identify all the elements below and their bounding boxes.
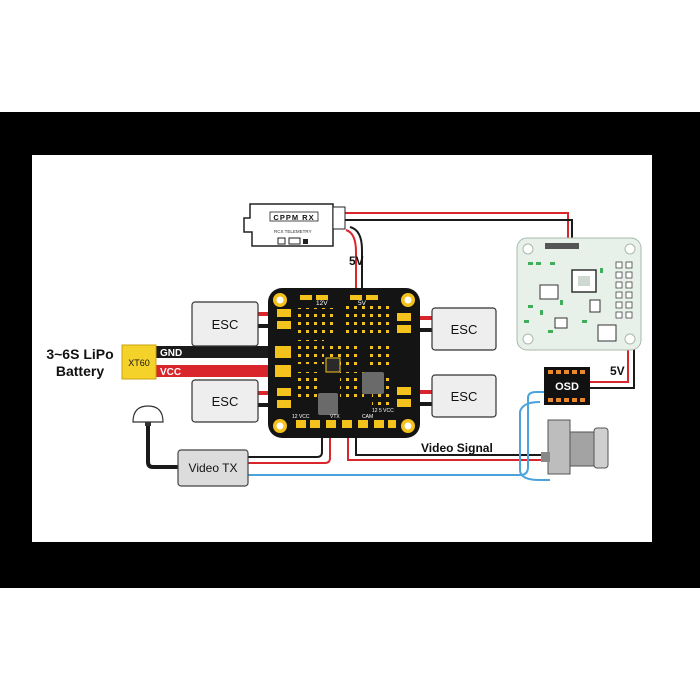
flight-controller <box>516 237 642 351</box>
camera <box>541 419 609 475</box>
antenna-cable <box>146 424 178 469</box>
video-signal-label: Video Signal <box>421 441 493 455</box>
osd-module: OSD <box>544 367 590 405</box>
video-signal-wire-to-cam <box>519 401 550 481</box>
esc-front-right-label: ESC <box>451 322 478 337</box>
xt60-connector: XT60 <box>121 344 157 380</box>
pdb-vtx-label: VTX <box>330 414 340 420</box>
rail-12v-label: 12V <box>316 300 328 307</box>
esc-rear-right: ESC <box>431 374 497 418</box>
rx-pdb-wire-red <box>345 229 357 292</box>
battery-label-line2: Battery <box>56 363 104 379</box>
rail-5v-label: 5V <box>358 300 367 307</box>
vtx-power-wire-red <box>248 432 331 464</box>
cam-power-wire-black <box>355 432 550 456</box>
battery-label-line1: 3~6S LiPo <box>46 346 113 362</box>
osd-power-label: 5V <box>610 364 625 378</box>
xt60-label: XT60 <box>128 358 150 368</box>
esc-rear-left-label: ESC <box>212 394 239 409</box>
rx-power-label: 5V <box>349 254 364 268</box>
video-tx-label: Video TX <box>189 461 238 475</box>
video-signal-wire-to-vtx <box>248 391 550 476</box>
rx-pdb-wire-black <box>349 226 363 292</box>
esc-rear-left: ESC <box>191 379 259 423</box>
rx-fc-wire-red <box>345 212 569 245</box>
esc-front-left-label: ESC <box>212 317 239 332</box>
vtx-power-wire-black <box>248 432 323 458</box>
esc-rear-right-label: ESC <box>451 389 478 404</box>
cppm-receiver: CPPM RX RCX TELEMETRY <box>243 203 346 247</box>
power-distribution-board: 12V 5V 12 VCC VTX CAM 12 5 VCC <box>268 288 420 438</box>
esc-front-left: ESC <box>191 301 259 347</box>
pdb-12vcc-label: 12 VCC <box>292 414 310 420</box>
osd-label: OSD <box>555 381 579 393</box>
video-transmitter: Video TX <box>177 449 249 487</box>
pdb-5vcc-label: 12 5 VCC <box>372 408 394 414</box>
gnd-label: GND <box>160 348 182 359</box>
rx-fc-wire-black <box>345 219 573 245</box>
rx-title: CPPM RX <box>273 213 314 222</box>
antenna-icon <box>132 405 164 426</box>
cam-power-wire-red <box>347 432 550 461</box>
pdb-cam-label: CAM <box>362 414 373 420</box>
rx-telemetry-label: RCX TELEMETRY <box>274 229 312 234</box>
vcc-label: VCC <box>160 367 181 378</box>
esc-front-right: ESC <box>431 307 497 351</box>
